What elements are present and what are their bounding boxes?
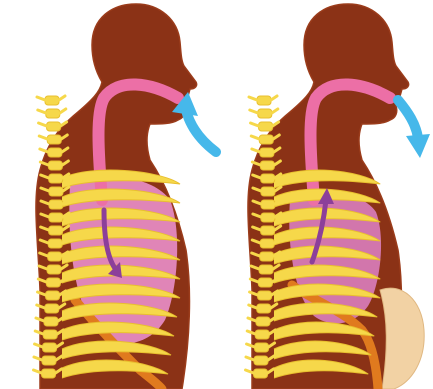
curved-arrow-head xyxy=(406,134,430,158)
vertebra xyxy=(259,265,273,274)
vertebra xyxy=(261,174,275,183)
vertebra xyxy=(44,317,58,326)
curved-arrow-icon xyxy=(398,100,418,138)
vertebra xyxy=(49,200,63,209)
vertebra xyxy=(259,135,273,144)
vertebra xyxy=(258,109,272,118)
vertebra xyxy=(258,278,272,287)
vertebra xyxy=(258,291,272,300)
vertebra xyxy=(42,356,56,365)
vertebra xyxy=(260,161,274,170)
vertebra xyxy=(47,135,61,144)
vertebra xyxy=(256,317,270,326)
vertebra xyxy=(261,213,275,222)
vertebra xyxy=(49,174,63,183)
vertebra xyxy=(260,148,274,157)
figure-exhale xyxy=(246,4,430,389)
vertebra xyxy=(48,148,62,157)
vertebra xyxy=(46,291,60,300)
vertebra xyxy=(45,96,59,105)
vertebra xyxy=(48,239,62,248)
vertebra xyxy=(43,330,57,339)
vertebra xyxy=(42,369,56,378)
vertebra xyxy=(49,213,63,222)
vertebra xyxy=(260,252,274,261)
vertebra xyxy=(254,369,268,378)
vertebra xyxy=(254,356,268,365)
vertebra xyxy=(43,343,57,352)
vertebra xyxy=(257,304,271,313)
vertebra xyxy=(48,161,62,170)
vertebra xyxy=(255,343,269,352)
vertebra xyxy=(261,226,275,235)
vertebra xyxy=(46,109,60,118)
vertebra xyxy=(257,96,271,105)
vertebra xyxy=(47,122,61,131)
vertebra xyxy=(255,330,269,339)
vertebra xyxy=(47,265,61,274)
vertebra xyxy=(46,278,60,287)
vertebra xyxy=(260,239,274,248)
vertebra xyxy=(48,252,62,261)
abdomen-skin xyxy=(380,288,424,389)
vertebra xyxy=(45,304,59,313)
vertebra xyxy=(49,187,63,196)
vertebra xyxy=(259,122,273,131)
vertebra xyxy=(49,226,63,235)
vertebra xyxy=(261,187,275,196)
figure-inhale xyxy=(34,4,216,389)
vertebra xyxy=(261,200,275,209)
curved-arrow-icon xyxy=(186,110,216,152)
